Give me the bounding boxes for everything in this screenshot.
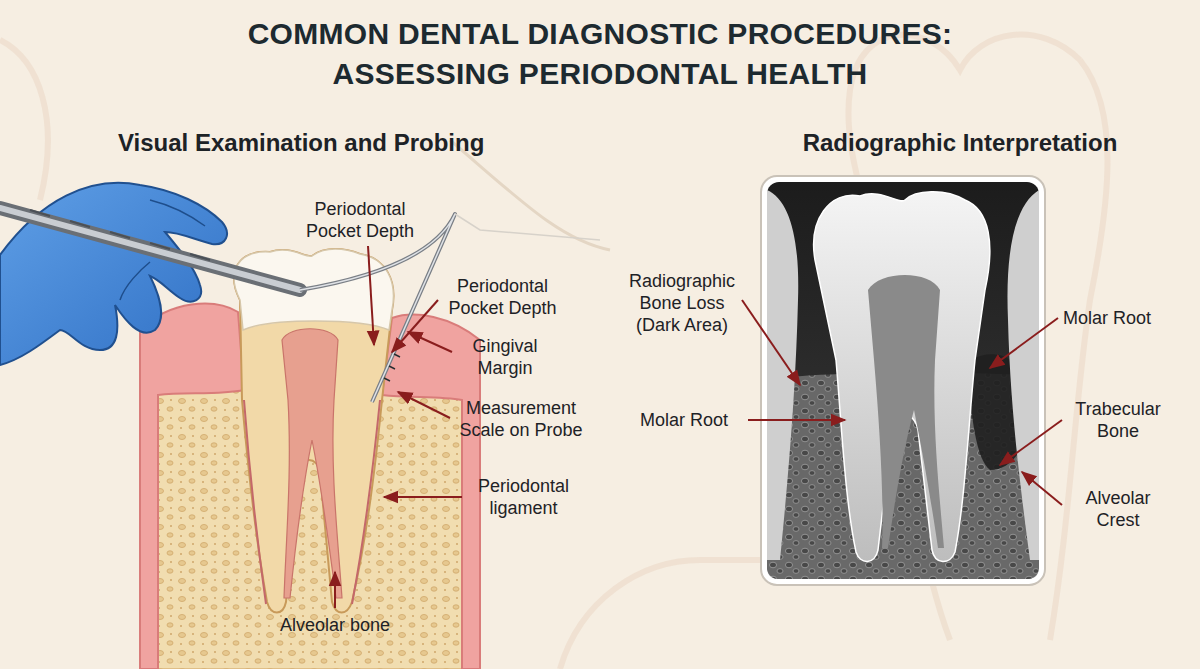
periodontal-ligament-line	[244, 400, 380, 604]
gingiva-left	[140, 304, 244, 669]
radiograph	[761, 176, 1045, 585]
tooth-dentin	[234, 249, 393, 613]
leader-line	[1022, 472, 1062, 505]
leader-line	[334, 572, 336, 608]
probe-shaft-shine	[300, 214, 455, 402]
leader-line	[368, 246, 374, 345]
diagram-title: COMMON DENTAL DIAGNOSTIC PROCEDURES: ASS…	[180, 14, 1020, 94]
panel-heading: Radiographic Interpretation	[760, 129, 1160, 157]
part-label: Measurement Scale on Probe	[452, 397, 590, 441]
panel-heading: Visual Examination and Probing	[118, 129, 484, 157]
leader-line	[408, 332, 452, 352]
leader-lines	[335, 246, 1062, 608]
radiograph-film	[767, 182, 1039, 579]
part-label: Radiographic Bone Loss (Dark Area)	[622, 270, 742, 336]
tooth-cross-section	[140, 249, 480, 669]
leader-line	[990, 318, 1058, 368]
watermark-outline	[0, 40, 48, 200]
leader-line	[748, 419, 845, 421]
part-label: Periodontal ligament	[466, 475, 581, 519]
probe-handle	[0, 208, 300, 290]
leader-line	[392, 300, 438, 352]
part-label: Trabecular Bone	[1066, 398, 1170, 442]
part-label: Molar Root	[1063, 307, 1173, 329]
xray-tooth	[814, 192, 990, 562]
probe-extension-faint	[455, 214, 600, 240]
gingiva-right	[382, 315, 480, 669]
leader-line	[1000, 420, 1062, 465]
probe-knurl	[30, 210, 210, 260]
probe-handle-shine	[0, 208, 300, 290]
part-label: Alveolar Crest	[1066, 487, 1170, 531]
watermark-line	[450, 140, 610, 250]
leader-line	[742, 300, 800, 385]
part-label: Periodontal Pocket Depth	[440, 275, 565, 319]
part-label: Gingival Margin	[455, 335, 555, 379]
part-label: Alveolar bone	[270, 614, 400, 636]
leader-line	[398, 392, 450, 418]
periodontal-probe	[0, 208, 600, 402]
part-label: Periodontal Pocket Depth	[300, 198, 420, 242]
xray-pulp	[868, 275, 944, 548]
watermark-outline	[560, 560, 760, 669]
pulp	[282, 329, 342, 598]
radiograph-frame	[761, 176, 1045, 585]
part-label: Molar Root	[640, 409, 746, 431]
leader-line	[384, 496, 462, 498]
probe-shaft	[300, 214, 455, 402]
xray-neighbor-tooth	[1007, 190, 1039, 560]
